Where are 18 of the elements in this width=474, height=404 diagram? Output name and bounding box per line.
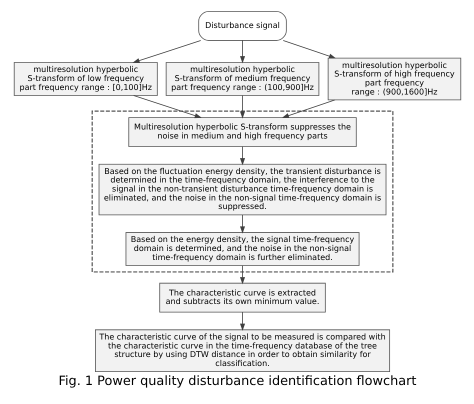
node-box: Disturbance signal [198, 11, 286, 41]
arrow [239, 40, 245, 64]
arrow [239, 265, 245, 284]
arrow [239, 95, 245, 119]
arrow [239, 146, 245, 166]
node-box: Multiresolution hyperbolic S-transform suppresses the noise in medium and high frequency parts [128, 117, 356, 147]
arrow [132, 40, 201, 64]
arrow [282, 40, 336, 59]
node-box: Based on the energy density, the signal time-frequency domain is determined, and the noise in the non-signal time-frequency domain is further eliminated. [125, 232, 359, 266]
node-box: The characteristic curve is extracted and subtracts its own minimum value. [158, 282, 326, 313]
caption: Fig. 1 Power quality disturbance identification flowchart [58, 374, 416, 390]
node-box: The characteristic curve of the signal to be measured is compared with the characteristic curve in the time-frequency database of the tree structure by using DTW distance in order to obtain similarity for classification. [94, 329, 390, 372]
arrow [239, 214, 245, 234]
node-box: multiresolution hyperbolic S-transform of low frequency part frequency range：[0,100]Hz [13, 62, 158, 96]
node-box: Based on the fluctuation energy density, the transient disturbance is determined in the time-frequency domain, the interference to the signal in the non-transient disturbance time-frequency domain is eliminated, and the noise in the non-signal time-frequency domain is suppressed. [98, 164, 386, 216]
node-box: multiresolution hyperbolic S-transform of high frequency part frequency range：(900,1600]Hz [327, 58, 461, 100]
node-box: multiresolution hyperbolic S-transform of medium frequency part frequency range：(100,900]Hz [165, 62, 319, 96]
arrow [239, 312, 245, 331]
